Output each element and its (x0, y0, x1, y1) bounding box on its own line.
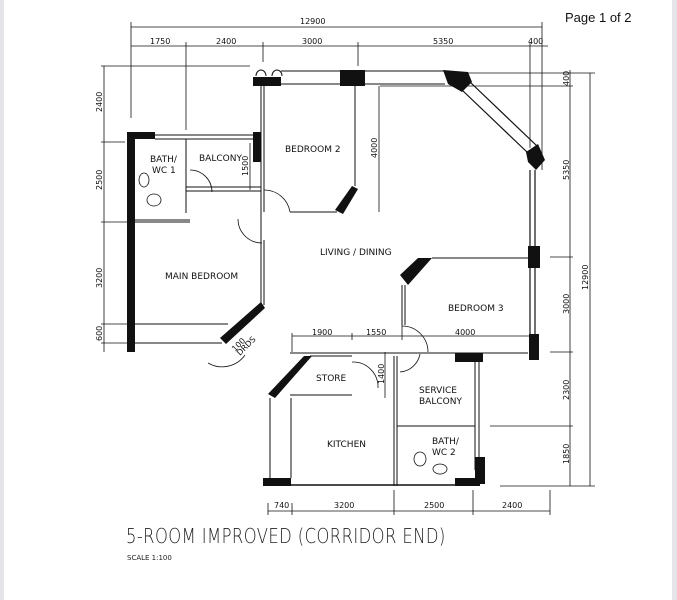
dim-right-3: 3000 (562, 294, 571, 314)
room-label-kitchen: KITCHEN (327, 440, 366, 450)
dim-top-5: 400 (528, 37, 543, 46)
room-label-bath-wc1: BATH/ (150, 155, 178, 165)
dim-right-overall: 12900 (581, 265, 590, 290)
door-swings (189, 169, 429, 389)
dim-left-3: 3200 (95, 268, 104, 288)
plan-scale: SCALE 1:100 (127, 554, 172, 562)
dim-left-4: 600 (95, 326, 104, 341)
viewer-left-edge (0, 0, 4, 600)
room-label-bedroom2: BEDROOM 2 (285, 145, 341, 155)
walls (127, 69, 545, 486)
dim-top-1: 1750 (150, 37, 170, 46)
dim-balcony-depth: 1500 (241, 156, 250, 176)
room-label-service-balcony-2: BALCONY (419, 397, 462, 407)
dim-top-overall: 12900 (300, 17, 325, 26)
room-label-balcony: BALCONY (199, 154, 242, 164)
dim-store-width: 1900 (312, 328, 332, 337)
dim-top-4: 5350 (433, 37, 453, 46)
dim-bottom-1: 740 (274, 501, 289, 510)
dim-right-2: 5350 (562, 160, 571, 180)
dim-right-5: 1850 (562, 444, 571, 464)
dim-right-4: 2300 (562, 380, 571, 400)
dim-bottom-2: 3200 (334, 501, 354, 510)
viewer-scrollbar[interactable] (672, 0, 677, 600)
dim-top-3: 3000 (302, 37, 322, 46)
room-label-bath-wc2: BATH/ (432, 437, 460, 447)
dim-passage: 1550 (366, 328, 386, 337)
room-label-bedroom3: BEDROOM 3 (448, 304, 504, 314)
dimension-lines (101, 22, 595, 515)
dim-bedroom3-width: 4000 (455, 328, 475, 337)
dim-bottom-3: 2500 (424, 501, 444, 510)
page-indicator: Page 1 of 2 (565, 10, 632, 25)
sanitary-fixtures (138, 172, 448, 475)
dim-top-2: 2400 (216, 37, 236, 46)
room-label-main-bedroom: MAIN BEDROOM (165, 272, 238, 282)
room-label-service-balcony: SERVICE (419, 386, 457, 396)
dim-bottom-4: 2400 (502, 501, 522, 510)
room-label-living-dining: LIVING / DINING (320, 248, 392, 258)
dim-left-1: 2400 (95, 92, 104, 112)
plan-title: 5-ROOM IMPROVED (CORRIDOR END) (126, 524, 446, 548)
dim-store-depth: 1400 (377, 364, 386, 384)
dim-right-1: 400 (562, 71, 571, 86)
room-label-bath-wc1-2: WC 1 (152, 166, 176, 176)
dim-bedroom2-depth: 4000 (370, 138, 379, 158)
room-label-bath-wc2-2: WC 2 (432, 448, 456, 458)
dim-left-2: 2500 (95, 170, 104, 190)
room-label-store: STORE (316, 374, 347, 384)
